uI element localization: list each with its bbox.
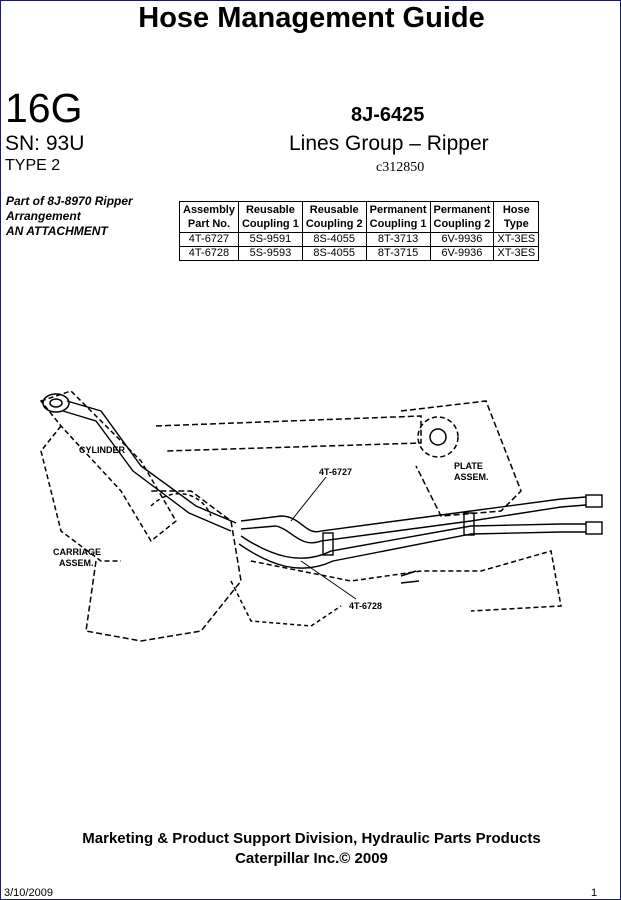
callout-4t-6727: 4T-6727 <box>319 467 352 477</box>
hose-fitting-left <box>42 393 70 413</box>
table-cell: 6V-9936 <box>429 246 495 261</box>
attachment-note: Part of 8J-8970 Ripper Arrangement AN AT… <box>6 194 171 239</box>
table-cell: 5S-9593 <box>237 246 303 261</box>
illustration-id: c312850 <box>376 160 425 175</box>
serial-number: SN: 93U <box>5 132 85 155</box>
table-cell: 4T-6727 <box>179 232 239 247</box>
group-part-number: 8J-6425 <box>351 104 425 126</box>
label-plate-assem: ASSEM. <box>454 472 489 482</box>
label-cylinder: CYLINDER <box>79 445 126 455</box>
table-row: 4T-6727 5S-9591 8S-4055 8T-3713 6V-9936 … <box>179 232 540 247</box>
footer-division: Marketing & Product Support Division, Hy… <box>82 830 541 847</box>
table-cell: XT-3ES <box>493 232 540 247</box>
table-cell: 8S-4055 <box>301 232 367 247</box>
hose-lines <box>62 400 603 569</box>
page-number: 1 <box>591 887 598 899</box>
callout-4t-6728: 4T-6728 <box>349 601 382 611</box>
label-plate: PLATE <box>454 461 483 471</box>
table-cell: 8T-3715 <box>365 246 431 261</box>
table-row: 4T-6728 5S-9593 8S-4055 8T-3715 6V-9936 … <box>179 246 540 261</box>
print-date: 3/10/2009 <box>4 887 53 899</box>
note-line: AN ATTACHMENT <box>6 224 108 238</box>
label-carriage: CARRIAGE <box>53 547 101 557</box>
page-title: Hose Management Guide <box>138 2 485 34</box>
table-cell: 6V-9936 <box>429 232 495 247</box>
footer-copyright: Caterpillar Inc.© 2009 <box>235 850 388 867</box>
table-cell: 4T-6728 <box>179 246 239 261</box>
group-name: Lines Group – Ripper <box>289 132 489 155</box>
note-line: Arrangement <box>6 209 81 223</box>
diagram-linework <box>39 390 562 642</box>
label-carriage-assem: ASSEM. <box>59 558 94 568</box>
table-cell: XT-3ES <box>493 246 540 261</box>
table-cell: 8T-3713 <box>365 232 431 247</box>
table-cell: 5S-9591 <box>237 232 303 247</box>
ripper-hose-diagram: CYLINDER PLATE ASSEM. CARRIAGE ASSEM. 4T… <box>39 390 603 642</box>
type-label: TYPE 2 <box>5 157 61 174</box>
machine-model: 16G <box>5 85 83 131</box>
note-line: Part of 8J-8970 Ripper <box>6 194 133 208</box>
footer: Marketing & Product Support Division, Hy… <box>1 829 621 869</box>
callout-leader-lines <box>290 476 357 600</box>
table-cell: 8S-4055 <box>301 246 367 261</box>
